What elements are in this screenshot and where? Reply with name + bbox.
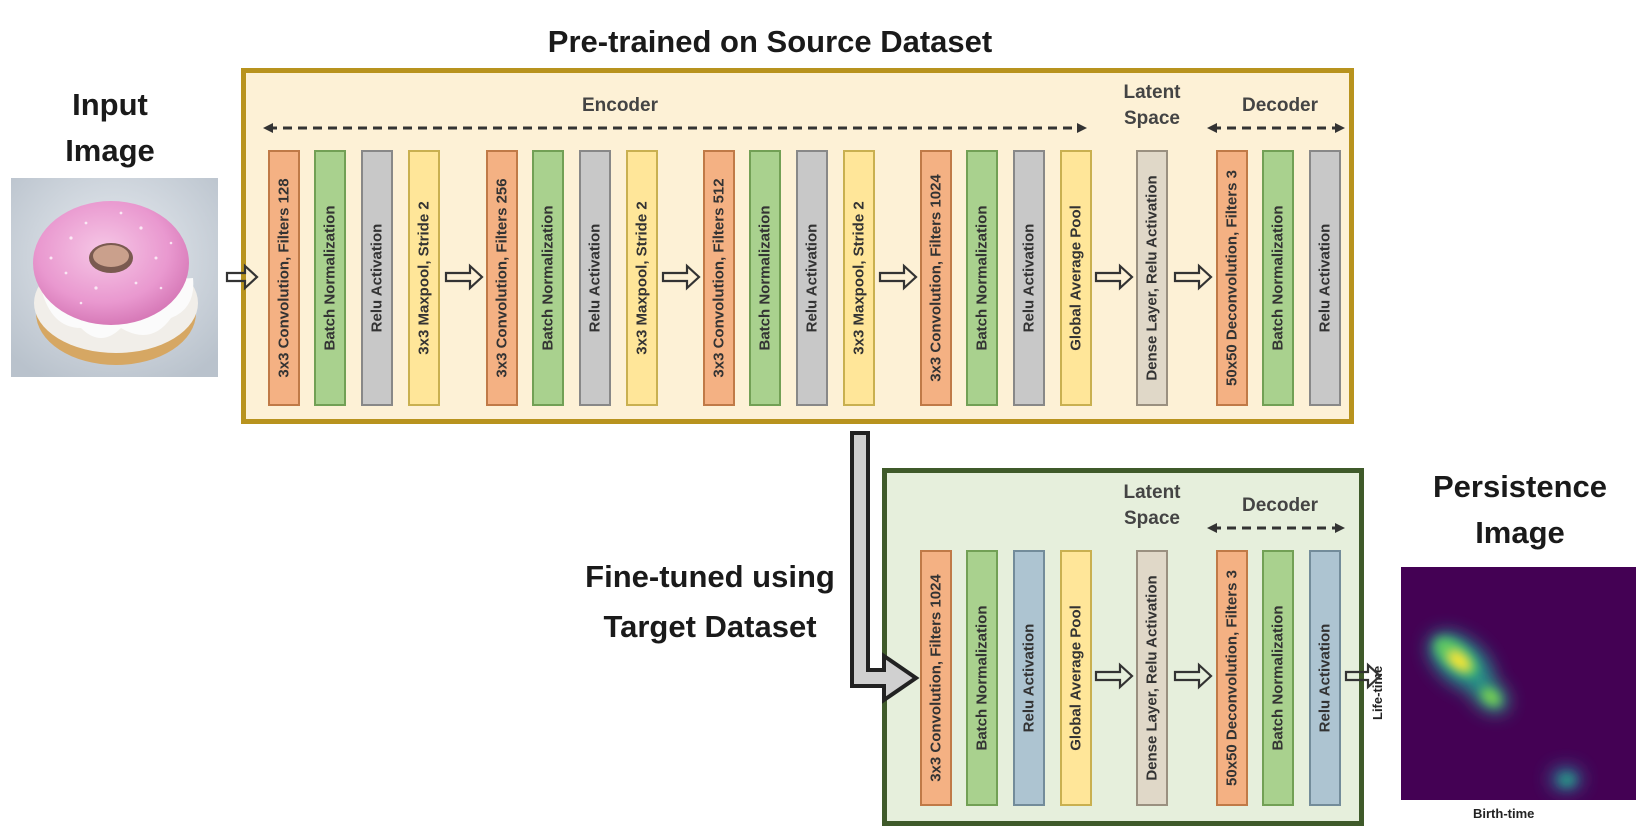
flow-arrow-input <box>225 263 259 291</box>
top-layer-11: Relu Activation <box>796 150 828 406</box>
bottom-layer-3: Relu Activation <box>1013 550 1045 806</box>
bottom-layer-2: Batch Normalization <box>966 550 998 806</box>
bottom-layer-1: 3x3 Convolution, Filters 1024 <box>920 550 952 806</box>
encoder-label: Encoder <box>581 95 659 116</box>
top-layer-2: Batch Normalization <box>314 150 346 406</box>
decoder-label-bottom: Decoder <box>1241 495 1319 516</box>
bottom-layer-5: Dense Layer, Relu Activation <box>1136 550 1168 806</box>
top-layer-17: Dense Layer, Relu Activation <box>1136 150 1168 406</box>
persistence-image <box>1401 567 1636 800</box>
finetuned-title: Fine-tuned using Target Dataset <box>585 559 835 644</box>
flow-arrow-2 <box>661 263 701 291</box>
transfer-arrow <box>850 431 920 704</box>
top-layer-13: 3x3 Convolution, Filters 1024 <box>920 150 952 406</box>
persistence-x-axis-label: Birth-time <box>1473 806 1535 821</box>
flow-arrow-1 <box>444 263 484 291</box>
top-layer-16: Global Average Pool <box>1060 150 1092 406</box>
top-layer-4: 3x3 Maxpool, Stride 2 <box>408 150 440 406</box>
flow-arrow-4 <box>1094 263 1134 291</box>
input-donut-image <box>11 178 218 377</box>
input-image-title: Input Image <box>65 87 155 168</box>
latent-space-label-top: Latent Space <box>1123 82 1181 129</box>
flow-arrow-5 <box>1173 263 1213 291</box>
decoder-label-top: Decoder <box>1241 95 1319 116</box>
top-layer-6: Batch Normalization <box>532 150 564 406</box>
flow-arrow-output <box>1344 662 1382 690</box>
bottom-layer-6: 50x50 Deconvolution, Filters 3 <box>1216 550 1248 806</box>
pretrained-title: Pre-trained on Source Dataset <box>547 24 993 59</box>
flow-arrow-b2 <box>1173 662 1213 690</box>
top-layer-10: Batch Normalization <box>749 150 781 406</box>
bottom-layer-8: Relu Activation <box>1309 550 1341 806</box>
top-layer-15: Relu Activation <box>1013 150 1045 406</box>
latent-space-label-bottom: Latent Space <box>1123 482 1181 529</box>
top-layer-7: Relu Activation <box>579 150 611 406</box>
top-layer-1: 3x3 Convolution, Filters 128 <box>268 150 300 406</box>
top-layer-5: 3x3 Convolution, Filters 256 <box>486 150 518 406</box>
flow-arrow-3 <box>878 263 918 291</box>
top-layer-14: Batch Normalization <box>966 150 998 406</box>
top-layer-20: Relu Activation <box>1309 150 1341 406</box>
flow-arrow-b1 <box>1094 662 1134 690</box>
persistence-image-title: Persistence Image <box>1432 469 1608 550</box>
top-layer-3: Relu Activation <box>361 150 393 406</box>
top-layer-12: 3x3 Maxpool, Stride 2 <box>843 150 875 406</box>
top-layer-9: 3x3 Convolution, Filters 512 <box>703 150 735 406</box>
bottom-layer-7: Batch Normalization <box>1262 550 1294 806</box>
top-layer-19: Batch Normalization <box>1262 150 1294 406</box>
top-layer-18: 50x50 Deconvolution, Filters 3 <box>1216 150 1248 406</box>
top-layer-8: 3x3 Maxpool, Stride 2 <box>626 150 658 406</box>
bottom-layer-4: Global Average Pool <box>1060 550 1092 806</box>
